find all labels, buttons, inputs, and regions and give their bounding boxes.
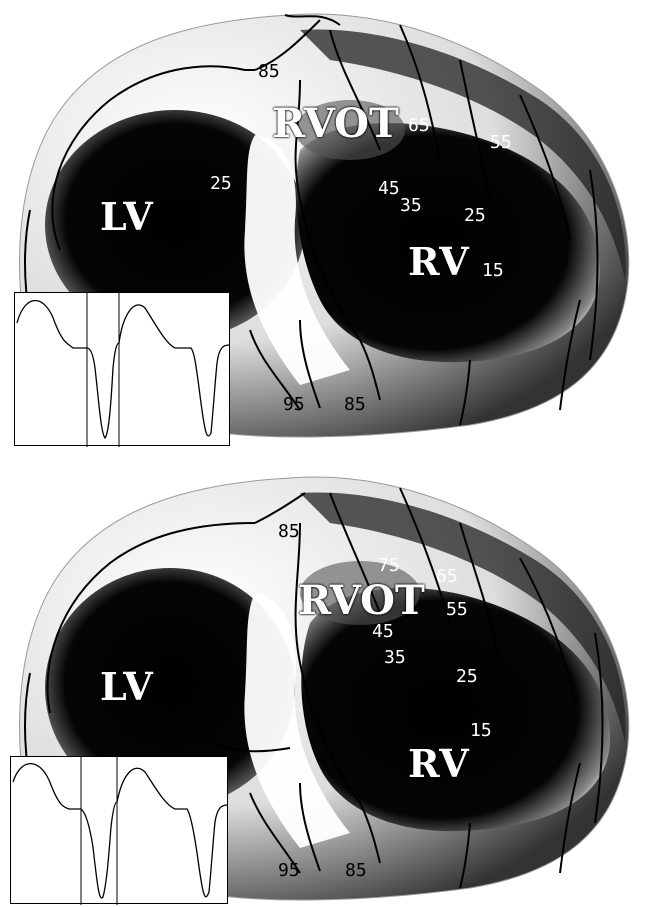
isochrone-value: 25 (456, 668, 478, 686)
ecg-waveform (11, 757, 229, 905)
isochrone-value: 65 (408, 117, 430, 135)
isochrone-value: 25 (210, 175, 232, 193)
lv-label: LV (100, 198, 154, 236)
rvot-label: RVOT (272, 104, 399, 144)
activation-map-top: LV RV RVOT 85 65 55 25 45 35 25 15 95 85 (0, 0, 649, 454)
rvot-label: RVOT (298, 581, 425, 621)
isochrone-value: 85 (258, 63, 280, 81)
ecg-inset (14, 292, 230, 446)
isochrone-value: 15 (482, 262, 504, 280)
ecg-inset (10, 756, 228, 904)
lv-label: LV (100, 668, 154, 706)
isochrone-value: 45 (372, 623, 394, 641)
isochrone-value: 45 (378, 180, 400, 198)
isochrone-value: 55 (446, 601, 468, 619)
isochrone-value: 85 (345, 862, 367, 880)
isochrone-value: 25 (464, 207, 486, 225)
isochrone-value: 85 (344, 396, 366, 414)
isochrone-value: 55 (490, 134, 512, 152)
isochrone-value: 95 (283, 396, 305, 414)
isochrone-value: 65 (436, 568, 458, 586)
isochrone-value: 75 (378, 557, 400, 575)
isochrone-value: 15 (470, 722, 492, 740)
isochrone-value: 35 (384, 649, 406, 667)
rv-label: RV (408, 243, 470, 281)
activation-map-bottom: LV RV RVOT 85 75 65 55 45 35 25 15 95 85 (0, 453, 649, 907)
isochrone-value: 85 (278, 523, 300, 541)
ecg-waveform (15, 293, 231, 447)
rv-label: RV (408, 745, 470, 783)
isochrone-value: 95 (278, 862, 300, 880)
isochrone-value: 35 (400, 197, 422, 215)
